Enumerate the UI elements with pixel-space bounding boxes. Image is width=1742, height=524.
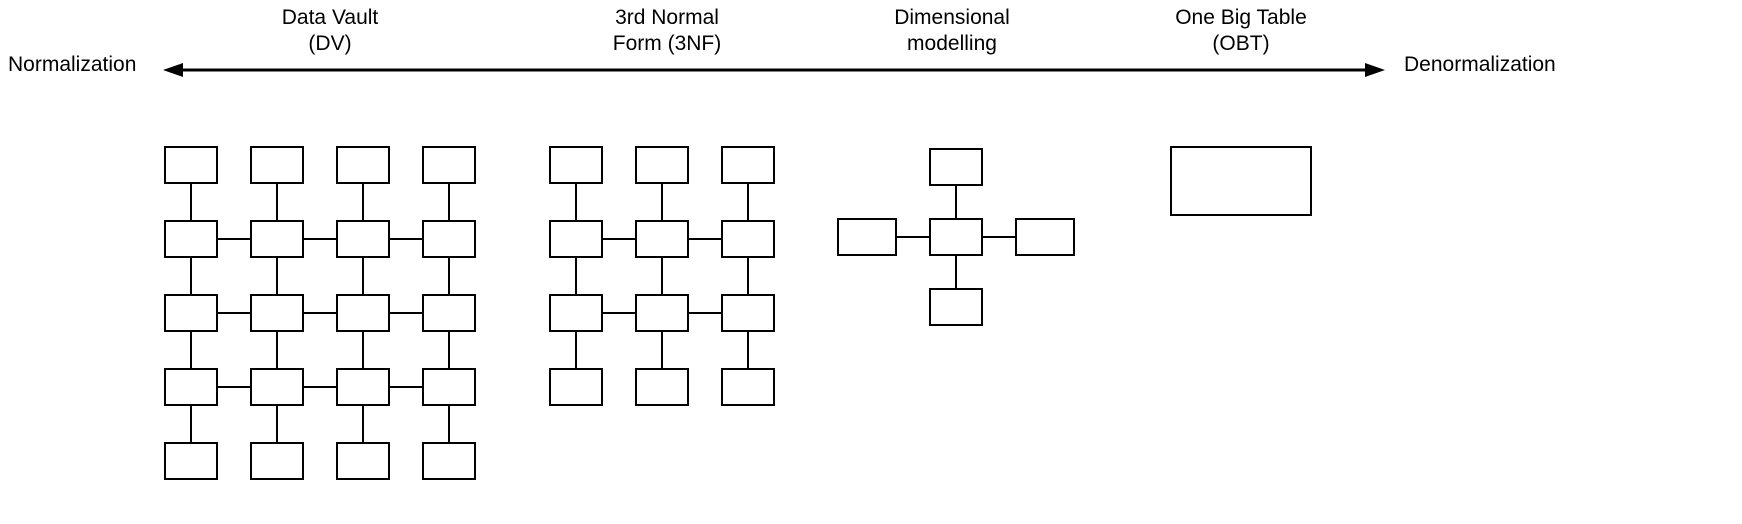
connector-horizontal-data-vault-r3c1 [303,386,337,388]
connector-vertical-third-normal-form-r2c0 [575,331,577,369]
stage-label-line2: (DV) [308,32,352,55]
stage-label-line2: Form (3NF) [612,32,722,55]
node-box-third-normal-form-r3c1 [635,368,689,406]
connector-horizontal-dimensional-modelling-right [982,236,1016,238]
node-box-dimensional-modelling-left [837,218,897,256]
node-box-data-vault-r4c3 [422,442,476,480]
node-box-data-vault-r3c0 [164,368,218,406]
connector-vertical-data-vault-r1c0 [190,257,192,295]
node-box-third-normal-form-r2c2 [721,294,775,332]
node-box-third-normal-form-r2c1 [635,294,689,332]
connector-vertical-third-normal-form-r0c2 [747,183,749,221]
connector-vertical-third-normal-form-r0c0 [575,183,577,221]
connector-vertical-third-normal-form-r2c2 [747,331,749,369]
axis-label-normalization: Normalization [8,53,137,76]
connector-vertical-data-vault-r0c3 [448,183,450,221]
stage-label-data-vault: Data Vault (DV) [180,5,480,57]
node-box-data-vault-r0c2 [336,146,390,184]
connector-vertical-data-vault-r2c2 [362,331,364,369]
node-box-data-vault-r0c0 [164,146,218,184]
node-box-data-vault-r1c2 [336,220,390,258]
node-box-data-vault-r4c0 [164,442,218,480]
node-box-data-vault-r4c1 [250,442,304,480]
connector-horizontal-data-vault-r1c0 [217,238,251,240]
connector-horizontal-third-normal-form-r1c1 [688,238,722,240]
connector-horizontal-data-vault-r2c0 [217,312,251,314]
node-box-data-vault-r2c2 [336,294,390,332]
connector-vertical-data-vault-r2c1 [276,331,278,369]
connector-horizontal-data-vault-r3c0 [217,386,251,388]
stage-label-line2: (OBT) [1212,32,1270,55]
stage-label-one-big-table: One Big Table (OBT) [1091,5,1391,57]
axis-label-denormalization: Denormalization [1404,53,1556,76]
connector-vertical-third-normal-form-r1c0 [575,257,577,295]
node-box-data-vault-r3c3 [422,368,476,406]
connector-vertical-data-vault-r3c3 [448,405,450,443]
connector-vertical-data-vault-r0c2 [362,183,364,221]
stage-label-line1: One Big Table [1175,6,1307,29]
node-box-dimensional-modelling-up [929,148,983,186]
node-box-data-vault-r1c1 [250,220,304,258]
node-box-data-vault-r2c3 [422,294,476,332]
connector-vertical-data-vault-r2c0 [190,331,192,369]
node-box-third-normal-form-r1c2 [721,220,775,258]
node-box-third-normal-form-r3c2 [721,368,775,406]
connector-vertical-data-vault-r1c1 [276,257,278,295]
connector-vertical-data-vault-r3c1 [276,405,278,443]
connector-vertical-third-normal-form-r1c2 [747,257,749,295]
connector-vertical-data-vault-r0c0 [190,183,192,221]
node-box-data-vault-r0c1 [250,146,304,184]
node-box-third-normal-form-r0c2 [721,146,775,184]
double-headed-horizontal-arrow-icon [163,63,1385,77]
connector-horizontal-dimensional-modelling-left [896,236,930,238]
connector-vertical-third-normal-form-r1c1 [661,257,663,295]
node-box-third-normal-form-r1c1 [635,220,689,258]
node-box-data-vault-r4c2 [336,442,390,480]
connector-horizontal-data-vault-r2c1 [303,312,337,314]
stage-label-line2: modelling [907,32,997,55]
connector-vertical-data-vault-r2c3 [448,331,450,369]
connector-vertical-third-normal-form-r0c1 [661,183,663,221]
node-box-third-normal-form-r1c0 [549,220,603,258]
connector-horizontal-data-vault-r1c1 [303,238,337,240]
stage-label-line1: 3rd Normal [615,6,719,29]
connector-horizontal-third-normal-form-r1c0 [602,238,636,240]
node-box-third-normal-form-r3c0 [549,368,603,406]
connector-vertical-data-vault-r1c2 [362,257,364,295]
connector-vertical-data-vault-r3c0 [190,405,192,443]
connector-horizontal-data-vault-r1c2 [389,238,423,240]
connector-vertical-data-vault-r1c3 [448,257,450,295]
connector-vertical-dimensional-modelling-down [955,255,957,289]
stage-label-line1: Data Vault [281,6,379,29]
connector-vertical-data-vault-r0c1 [276,183,278,221]
node-box-data-vault-r2c1 [250,294,304,332]
node-box-data-vault-r2c0 [164,294,218,332]
node-box-data-vault-r1c3 [422,220,476,258]
connector-vertical-third-normal-form-r2c1 [661,331,663,369]
node-box-data-vault-r3c1 [250,368,304,406]
connector-vertical-data-vault-r3c2 [362,405,364,443]
connector-horizontal-data-vault-r3c2 [389,386,423,388]
connector-vertical-dimensional-modelling-up [955,185,957,219]
node-box-third-normal-form-r0c0 [549,146,603,184]
connector-horizontal-third-normal-form-r2c1 [688,312,722,314]
connector-horizontal-data-vault-r2c2 [389,312,423,314]
node-box-third-normal-form-r2c0 [549,294,603,332]
node-box-third-normal-form-r0c1 [635,146,689,184]
node-box-data-vault-r3c2 [336,368,390,406]
stage-label-line1: Dimensional [894,6,1010,29]
node-box-one-big-table-main [1170,146,1312,216]
node-box-dimensional-modelling-right [1015,218,1075,256]
connector-horizontal-third-normal-form-r2c0 [602,312,636,314]
node-box-data-vault-r1c0 [164,220,218,258]
node-box-data-vault-r0c3 [422,146,476,184]
stage-label-dimensional-modelling: Dimensional modelling [802,5,1102,57]
node-box-dimensional-modelling-center [929,218,983,256]
node-box-dimensional-modelling-down [929,288,983,326]
